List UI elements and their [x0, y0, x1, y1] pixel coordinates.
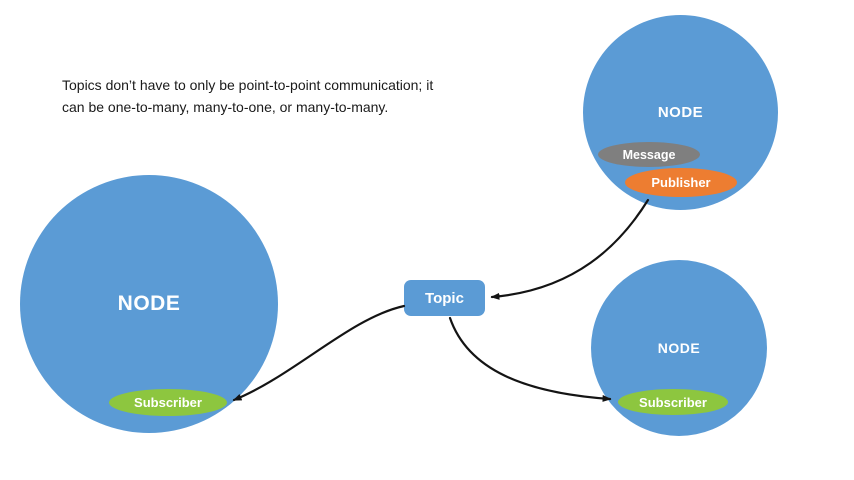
subscriber-bottom-ellipse: Subscriber	[618, 389, 728, 415]
node-left-label: NODE	[117, 292, 181, 315]
topic-box: Topic	[404, 280, 485, 316]
arrow-topic-to-bottom-subscriber	[448, 316, 612, 402]
subscriber-left-label: Subscriber	[134, 395, 202, 410]
node-bottom-right-label: NODE	[657, 340, 701, 356]
topic-label: Topic	[425, 289, 464, 307]
caption: Topics don’t have to only be point-to-po…	[62, 74, 433, 119]
caption-line-2: can be one-to-many, many-to-one, or many…	[62, 99, 389, 116]
node-top-right-label: NODE	[657, 104, 704, 121]
publisher-ellipse: Publisher	[625, 168, 737, 197]
subscriber-left-ellipse: Subscriber	[109, 389, 227, 416]
caption-line-1: Topics don’t have to only be point-to-po…	[62, 77, 434, 93]
subscriber-bottom-label: Subscriber	[639, 394, 707, 410]
message-ellipse: Message	[598, 142, 700, 167]
message-label: Message	[622, 147, 676, 162]
publisher-label: Publisher	[651, 175, 711, 190]
